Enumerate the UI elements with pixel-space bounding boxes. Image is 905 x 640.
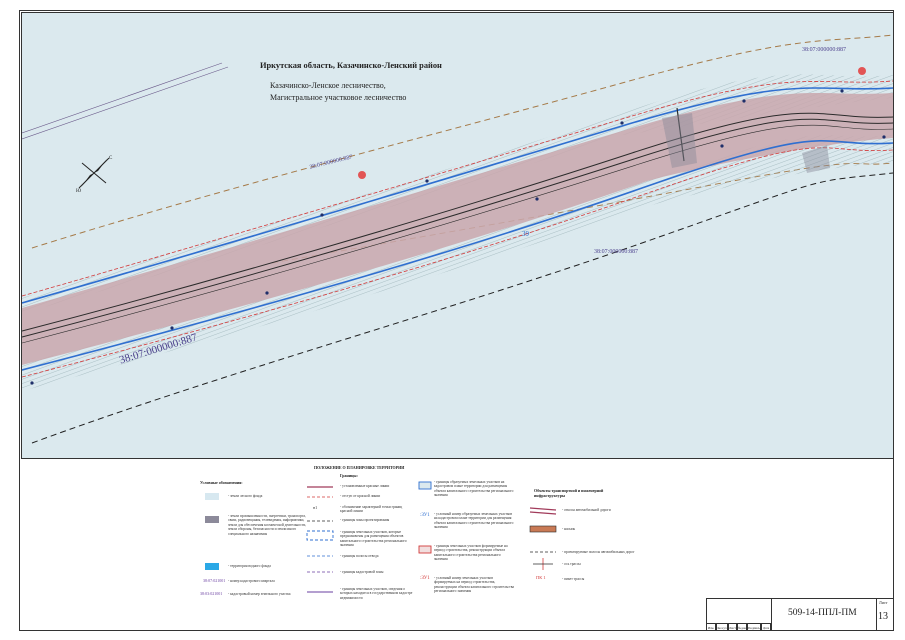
legend-text-parcel: - кадастровый номер земельного участка: [228, 592, 291, 596]
symbol-temp-parcel: [418, 545, 432, 554]
mid-code-1: :ЗУ1: [420, 513, 430, 518]
mid-text-3: - границы земельных участков формируемые…: [434, 544, 508, 562]
red-line-upper: [22, 80, 893, 297]
transport-text-3: - проектируемые полосы автомобильных дор…: [562, 550, 635, 554]
svg-text:С: С: [109, 156, 113, 161]
symbol-parcel-box: [306, 530, 334, 541]
symbol-embankment: [529, 525, 557, 533]
planning-text-5: - границы земельных участков, которые пр…: [340, 530, 407, 548]
picket-marker: [742, 99, 746, 103]
junction-fill-2: [802, 145, 830, 173]
mid-text-1: - границы образуемых земельных участков …: [434, 480, 514, 498]
outer-boundary-lower: [31, 172, 893, 444]
legend-swatch-forest: [205, 493, 219, 500]
picket-marker: [265, 291, 269, 295]
transport-text-4: - ось трассы: [562, 562, 581, 566]
map-title-forestry-1: Казачинско-Ленское лесничество,: [270, 81, 386, 90]
junction-line: [676, 107, 685, 162]
stamp-sheet-cell: [876, 598, 894, 631]
stamp-sheet-number: 13: [878, 611, 888, 622]
picket-code: ПК 1: [536, 575, 546, 580]
picket-marker: [535, 197, 539, 201]
blue-boundary-upper: [22, 87, 893, 304]
planning-text-1: - установленные красные линии: [340, 484, 390, 488]
map-title-region: Иркутская область, Казачинско-Ленский ра…: [260, 61, 442, 70]
picket-marker: [170, 326, 174, 330]
survey-line: [22, 62, 223, 134]
legend-code-parcel: 38:03:021001: [200, 591, 223, 596]
transport-text-1: - откосы автомобильной дороги: [562, 508, 611, 512]
conventions-title: Условные обозначения:: [200, 480, 243, 485]
picket-markers: [30, 89, 886, 385]
parcel-number: 39: [522, 230, 529, 238]
picket-marker: [320, 213, 324, 217]
planning-title: ПОЛОЖЕНИЕ О ПЛАНИРОВКЕ ТЕРРИТОРИИ: [314, 465, 405, 470]
symbol-slopes: [529, 507, 557, 515]
picket-marker: [720, 144, 724, 148]
road-axis-1: [22, 112, 893, 332]
legend-text-industrial: - земли промышленности, энергетики, тран…: [228, 514, 307, 536]
map-drawing: [22, 34, 893, 444]
planning-text-4: - границы зоны проектирования: [340, 518, 390, 522]
mid-text-4: - условный номер земельных участков форм…: [434, 576, 514, 594]
stamp-col-doc: №док: [737, 623, 747, 631]
road-axis-3: [22, 124, 893, 344]
picket-marker: [425, 179, 429, 183]
stamp-col-sign: Подпись: [747, 623, 761, 631]
cadastral-label-top-right: 38:07:000000:887: [802, 47, 847, 53]
survey-line: [22, 66, 229, 140]
stamp-sheet-label: Лист: [879, 600, 888, 605]
planning-point-label: н1: [313, 505, 318, 510]
blue-boundary-lower: [22, 139, 893, 371]
mid-text-2: - условный номер образуемых земельных уч…: [434, 512, 514, 530]
stamp-col-kol: Кол.уч: [716, 623, 728, 631]
transport-title: Объекты транспортной и инженерной инфрас…: [534, 488, 604, 498]
boundaries-title: Границы:: [340, 473, 358, 478]
red-line-lower: [22, 147, 893, 378]
picket-marker: [620, 121, 624, 125]
mid-symbols: [418, 481, 432, 554]
stamp-col-list: Лист: [728, 623, 737, 631]
planning-text-3: - обозначение характерной точки границ к…: [340, 505, 403, 514]
planning-text-2: - отступ от красной линии: [340, 494, 381, 498]
road-axis-2: [22, 118, 893, 338]
picket-marker: [882, 135, 886, 139]
planning-text-8: - границы земельных участков, сведения о…: [340, 587, 413, 600]
stamp-columns: Изм. Кол.уч Лист №док Подпись Дата: [706, 623, 771, 631]
picket-marker: [840, 89, 844, 93]
survey-marker: [358, 171, 366, 179]
legend-text-quarter: - номер кадастрового квартала: [228, 579, 275, 583]
planning-text-6: - границы полосы отвода: [340, 554, 379, 558]
mid-code-2: :ЗУ1: [420, 576, 430, 581]
survey-marker: [858, 67, 866, 75]
stamp-code: 509-14-ППЛ-ПМ: [788, 608, 857, 618]
stamp-col-izm: Изм.: [706, 623, 716, 631]
planning-text-7: - границы кадастровой зоны: [340, 570, 384, 574]
stamp-col-date: Дата: [761, 623, 771, 631]
legend-text-forest: - земли лесного фонда: [228, 494, 263, 498]
compass-rose-icon: С Ю: [74, 153, 114, 194]
map-area: С Ю Иркутская область, Казачинско-Ленски…: [21, 12, 894, 459]
corridor-fill: [22, 92, 893, 365]
slope-hatch-lower: [22, 135, 893, 391]
map-title-forestry-2: Магистральное участковое лесничество: [270, 93, 407, 102]
symbol-formed-parcel: [418, 481, 432, 490]
picket-marker: [30, 381, 34, 385]
legend-text-water: - территория водного фонда: [228, 564, 271, 568]
transport-symbols: [529, 507, 557, 570]
legend-swatch-water: [205, 563, 219, 570]
transport-text-2: - насыпь: [562, 527, 576, 531]
outer-boundary-upper: [31, 34, 893, 249]
junction-fill: [662, 113, 697, 168]
planning-symbols: [306, 486, 334, 593]
cadastral-label-lower: 38:07:000000:887: [594, 249, 639, 255]
svg-text:Ю: Ю: [76, 189, 81, 193]
transport-text-5: - пикет трассы: [562, 577, 585, 581]
legend-code-quarter: 38:07:021001: [203, 578, 226, 583]
legend-swatch-industrial: [205, 516, 219, 523]
